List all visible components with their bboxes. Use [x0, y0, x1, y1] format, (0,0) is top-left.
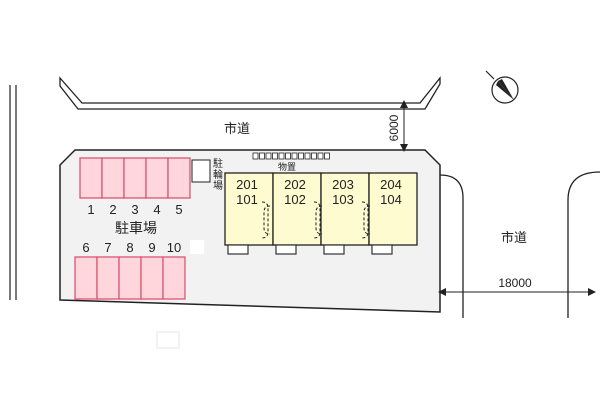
east-road-width-label: 18000 [498, 276, 532, 290]
unit-number-upper: 204 [380, 177, 402, 192]
storage-label: 物置 [278, 161, 296, 173]
bicycle-parking-box [191, 159, 211, 183]
stair-outline [361, 201, 369, 239]
apartment-unit [368, 172, 418, 246]
unit-number-upper: 202 [284, 177, 306, 192]
parking-space [123, 157, 147, 199]
parking-space-number: 3 [131, 202, 138, 217]
unit-number-lower: 101 [236, 192, 258, 207]
parking-space [79, 157, 103, 199]
unit-number-upper: 201 [236, 177, 258, 192]
meter-box [156, 331, 180, 349]
storage-unit [324, 152, 330, 160]
bicycle-parking-label: 駐 輪 場 [213, 157, 223, 192]
east-road-dimension: 18000 [438, 276, 596, 296]
stair-outline [363, 205, 371, 235]
north-arrow-icon [485, 70, 519, 104]
storage-unit [291, 152, 298, 160]
parking-space [167, 157, 191, 199]
parking-space [140, 256, 164, 300]
parking-space-number: 7 [104, 240, 111, 255]
east-road-label: 市道 [501, 230, 527, 246]
bicycle-label-char-3: 場 [213, 179, 223, 192]
storage-unit [317, 152, 324, 160]
storage-unit [252, 152, 259, 160]
parking-space [162, 256, 186, 300]
north-road-edge [59, 76, 441, 110]
stair-outline [261, 201, 269, 239]
unit-number-lower: 103 [332, 192, 354, 207]
entrance-porch [275, 244, 297, 255]
storage-unit [272, 152, 278, 160]
north-road-dimension: 6000 [387, 100, 408, 152]
parking-label: 駐車場 [115, 220, 157, 237]
storage-unit [259, 152, 265, 160]
storage-unit [265, 152, 272, 160]
apartment-unit [320, 172, 370, 246]
unit-number-lower: 102 [284, 192, 306, 207]
stair-outline [315, 205, 323, 235]
east-road-curb-west [439, 174, 464, 318]
parking-space-number: 9 [148, 240, 155, 255]
utility-box [190, 240, 204, 254]
parking-space [145, 157, 169, 199]
storage-unit [278, 152, 285, 160]
bicycle-label-char-2: 輪 [213, 168, 223, 181]
entrance-porch [371, 244, 393, 255]
apartment-unit [272, 172, 322, 246]
storage-unit [285, 152, 291, 160]
north-road-label: 市道 [224, 121, 250, 137]
entrance-porch [323, 244, 345, 255]
parking-space [74, 256, 98, 300]
north-road-width-label: 6000 [387, 114, 401, 141]
parking-space-number: 10 [167, 240, 181, 255]
storage-strip [252, 152, 330, 160]
parking-space-number: 1 [87, 202, 94, 217]
unit-number-upper: 203 [332, 177, 354, 192]
storage-unit [304, 152, 311, 160]
bicycle-label-char-1: 駐 [213, 157, 223, 170]
parking-space-number: 4 [153, 202, 160, 217]
parking-space [118, 256, 142, 300]
parking-space-number: 6 [82, 240, 89, 255]
stair-outline [263, 205, 271, 235]
parking-space-number: 5 [175, 202, 182, 217]
parking-space-number: 8 [126, 240, 133, 255]
storage-unit [311, 152, 317, 160]
entrance-porch [227, 244, 249, 255]
parking-space-number: 2 [109, 202, 116, 217]
parking-space [101, 157, 125, 199]
east-road-curb-east [567, 171, 600, 318]
stair-outline [313, 201, 321, 239]
storage-unit [298, 152, 304, 160]
unit-number-lower: 104 [380, 192, 402, 207]
parking-space [96, 256, 120, 300]
